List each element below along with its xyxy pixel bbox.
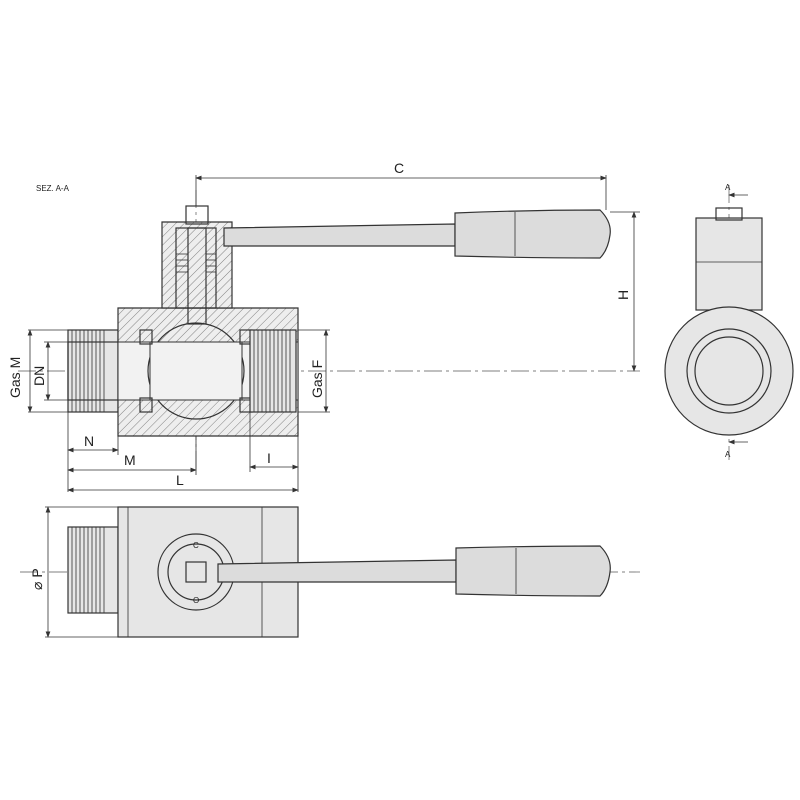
male-thread-lines <box>71 330 105 412</box>
female-thread-end <box>249 329 297 413</box>
side-body-bore <box>694 336 764 406</box>
ball <box>147 322 245 420</box>
gas-f-label: Gas F <box>309 360 325 398</box>
section-marker-top: A <box>725 183 731 192</box>
ball-bore <box>149 341 243 401</box>
top-view: C O <box>20 506 640 638</box>
side-view: A A <box>664 183 794 460</box>
dimension-h: H <box>610 211 640 372</box>
top-open-mark: O <box>193 596 199 605</box>
dimension-n: N <box>67 412 119 492</box>
top-stem-square <box>185 561 207 583</box>
stem <box>187 227 207 325</box>
dimension-i: I <box>249 412 299 492</box>
front-section-view <box>18 190 640 470</box>
dimension-l: L <box>67 472 299 493</box>
stem-nut <box>185 205 209 225</box>
dimension-h-label: H <box>615 290 631 300</box>
top-lever-grip <box>455 545 611 597</box>
dimension-diameter-p: ⌀ P <box>29 506 118 638</box>
dn-label: DN <box>31 366 47 386</box>
side-body-ring <box>686 328 772 414</box>
m-label: M <box>124 452 136 468</box>
dimension-c: C <box>195 160 607 210</box>
gas-m-label: Gas M <box>7 357 23 398</box>
seat-top-left <box>139 329 153 345</box>
lever-grip <box>454 209 611 259</box>
dimension-gas-m: Gas M <box>7 329 68 413</box>
top-lever-arm <box>217 559 457 583</box>
top-closed-mark: C <box>193 541 199 550</box>
side-stem-housing <box>695 217 763 311</box>
section-marker-bottom: A <box>725 450 731 459</box>
l-label: L <box>176 472 184 488</box>
female-thread-lines <box>253 330 291 412</box>
dimension-m: M <box>67 436 197 475</box>
side-body-outer <box>664 306 794 436</box>
section-title: SEZ. A-A <box>36 184 70 193</box>
seat-bottom-left <box>139 397 153 413</box>
dimension-c-label: C <box>394 160 404 176</box>
top-male-thread <box>67 526 119 614</box>
diameter-p-label: ⌀ P <box>29 568 45 590</box>
dimension-dn: DN <box>31 341 68 401</box>
stem-housing <box>161 221 233 309</box>
n-label: N <box>84 433 94 449</box>
top-male-thread-lines <box>71 527 105 613</box>
stem-thread-lines <box>176 253 216 273</box>
side-stem-top <box>715 207 743 221</box>
i-label: I <box>267 450 271 466</box>
dimension-gas-f: Gas F <box>298 329 330 413</box>
lever-arm <box>223 223 456 247</box>
